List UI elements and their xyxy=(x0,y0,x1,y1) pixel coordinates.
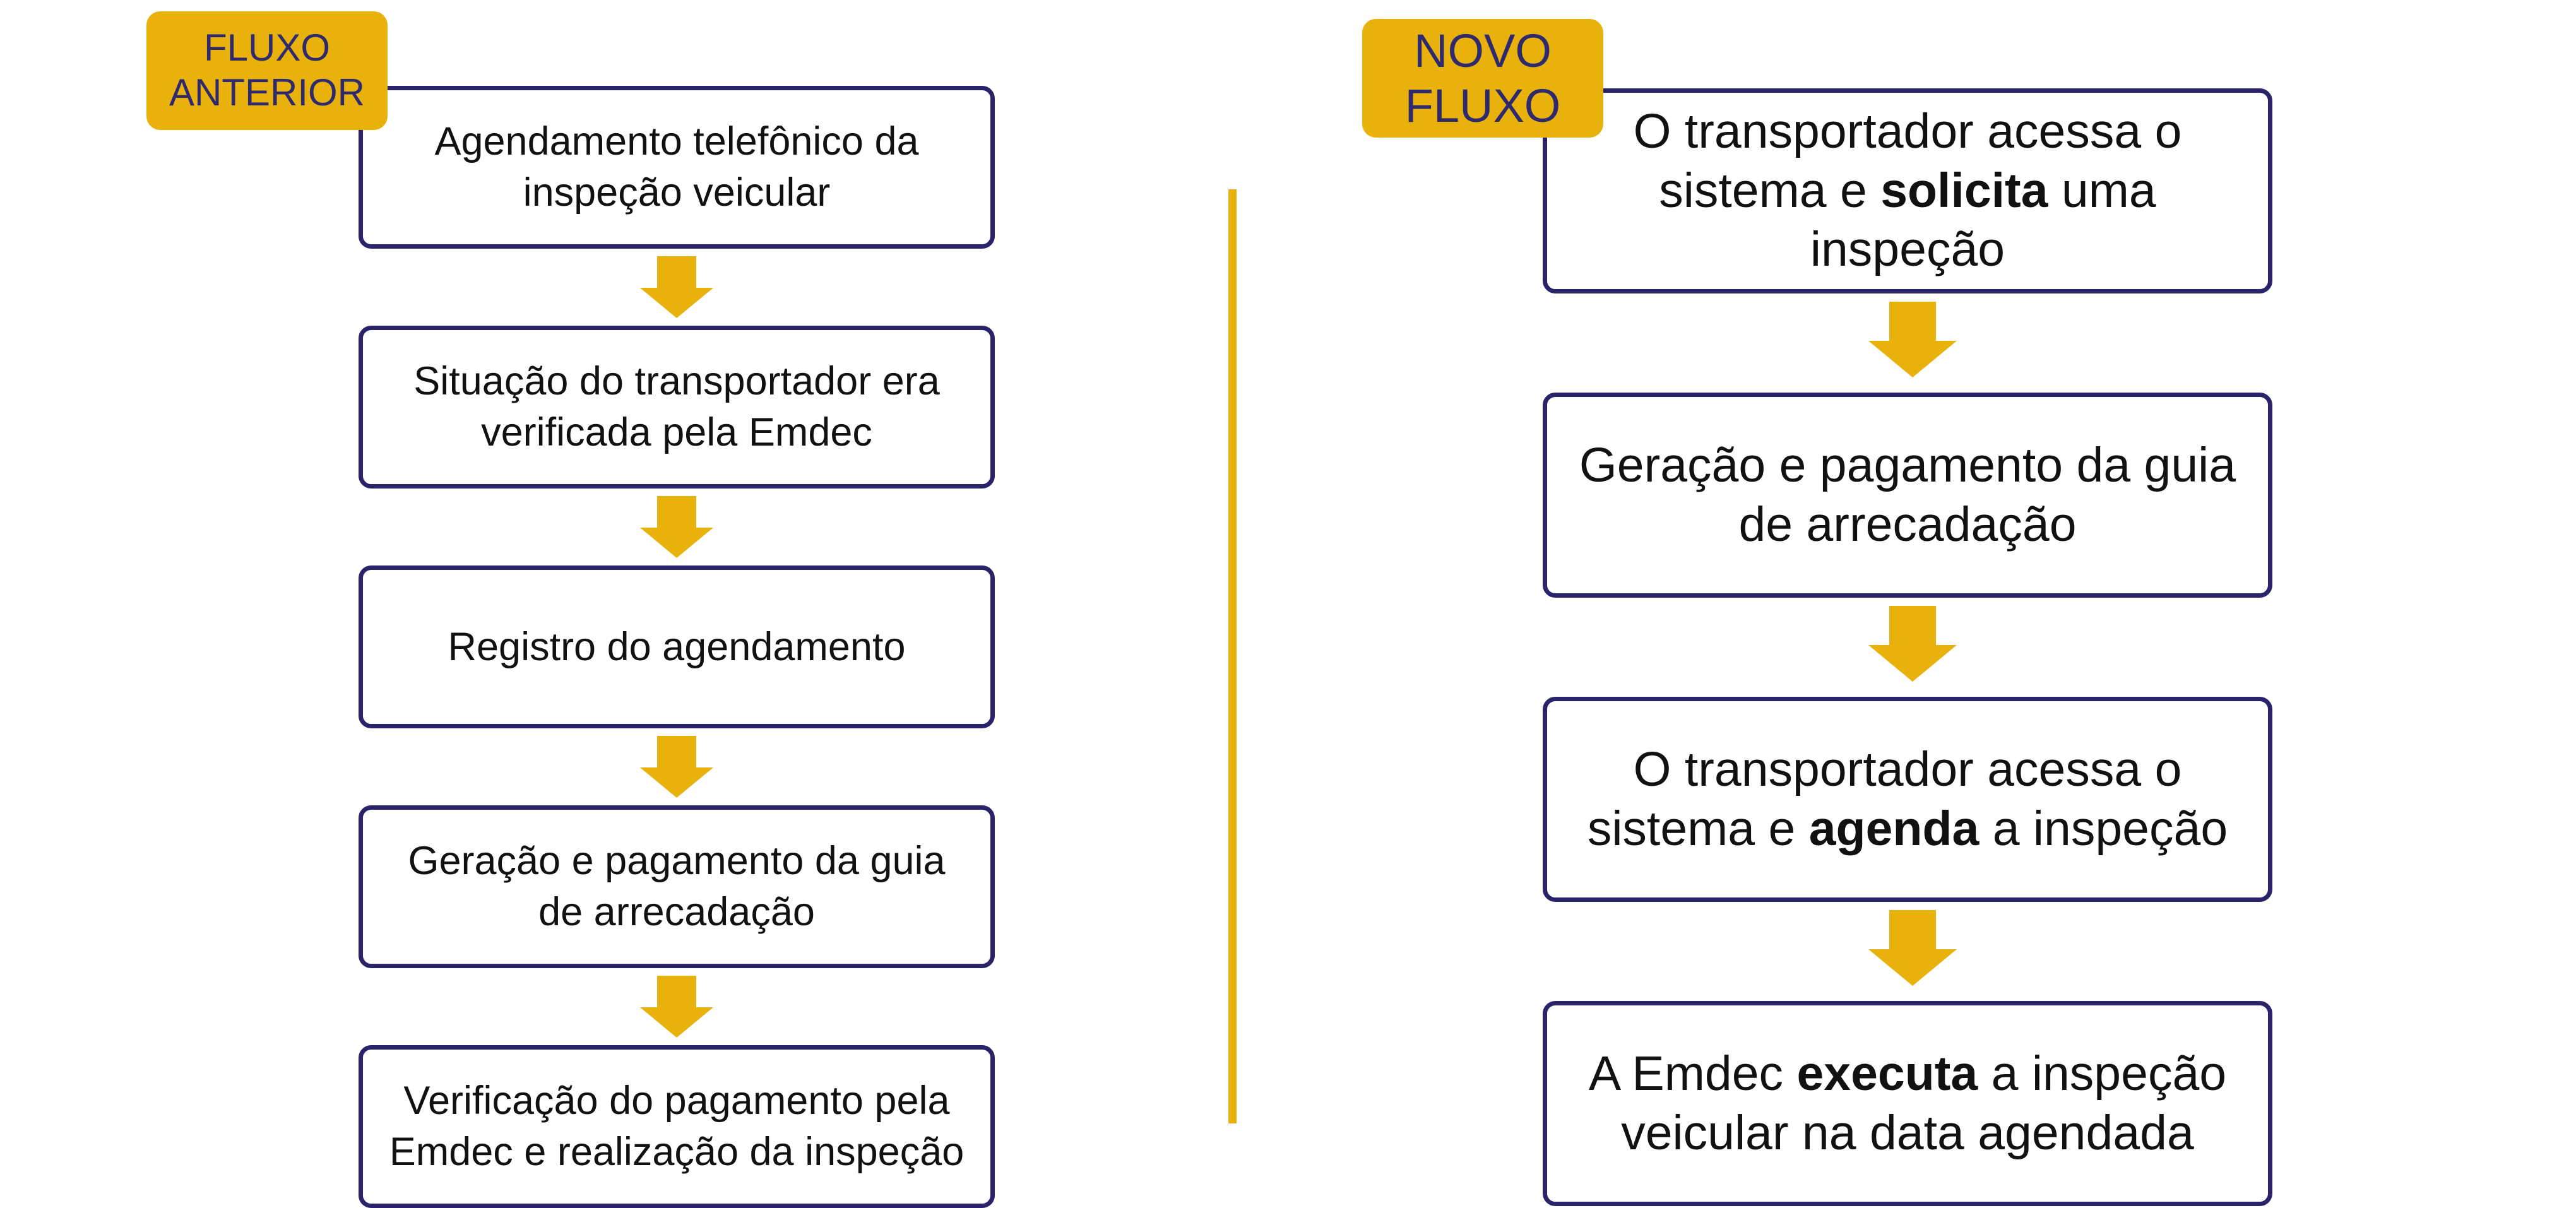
tag-line: ANTERIOR xyxy=(169,71,365,114)
step-text-bold: executa xyxy=(1796,1046,1978,1101)
step-text: veicular na data agendada xyxy=(1621,1105,2194,1160)
step-text: Registro do agendamento xyxy=(448,624,906,669)
down-arrow-icon xyxy=(1868,302,1957,377)
step-text: inspeção veicular xyxy=(523,170,831,215)
previous-step-1: Agendamento telefônico da inspeção veicu… xyxy=(359,86,995,249)
step-text-bold: solicita xyxy=(1880,163,2048,218)
step-text: Verificação do pagamento pela xyxy=(403,1079,950,1123)
step-text-line: A Emdec executa a inspeção xyxy=(1589,1045,2226,1104)
step-text: Situação do transportador era xyxy=(413,359,940,404)
previous-step-5: Verificação do pagamento pela Emdec e re… xyxy=(359,1045,995,1208)
step-text: de arrecadação xyxy=(538,890,815,934)
step-text-line: sistema e solicita uma inspeção xyxy=(1560,162,2255,280)
previous-step-4: Geração e pagamento da guia de arrecadaç… xyxy=(359,805,995,968)
step-text: Agendamento telefônico da xyxy=(434,119,919,164)
step-text: uma inspeção xyxy=(1810,163,2156,277)
down-arrow-icon xyxy=(640,496,713,558)
step-text: O transportador acessa o xyxy=(1633,742,2182,796)
new-step-3: O transportador acessa o sistema e agend… xyxy=(1543,697,2272,902)
step-text: Geração e pagamento da guia xyxy=(1579,437,2236,492)
step-text: A Emdec xyxy=(1588,1046,1797,1101)
step-text: de arrecadação xyxy=(1738,497,2077,552)
tag-line: FLUXO xyxy=(203,27,331,69)
step-text: Geração e pagamento da guia xyxy=(408,839,946,884)
down-arrow-icon xyxy=(1868,910,1957,986)
down-arrow-icon xyxy=(640,976,713,1038)
previous-step-3: Registro do agendamento xyxy=(359,566,995,728)
tag-line: NOVO xyxy=(1414,24,1552,77)
new-step-1: O transportador acessa o sistema e solic… xyxy=(1543,88,2272,293)
step-text: O transportador acessa o xyxy=(1633,104,2182,158)
down-arrow-icon xyxy=(640,736,713,798)
step-text: a inspeção xyxy=(1978,1046,2227,1101)
flow-tag-previous: FLUXO ANTERIOR xyxy=(146,11,388,130)
step-text: Emdec e realização da inspeção xyxy=(389,1130,965,1174)
step-text-line: sistema e agenda a inspeção xyxy=(1588,800,2228,859)
tag-line: FLUXO xyxy=(1404,80,1561,132)
step-text: a inspeção xyxy=(1979,801,2228,856)
down-arrow-icon xyxy=(1868,606,1957,682)
step-text: sistema e xyxy=(1587,801,1809,856)
step-text: sistema e xyxy=(1659,163,1881,218)
new-step-2: Geração e pagamento da guia de arrecadaç… xyxy=(1543,393,2272,598)
down-arrow-icon xyxy=(640,256,713,318)
step-text: verificada pela Emdec xyxy=(481,410,872,454)
new-step-4: A Emdec executa a inspeção veicular na d… xyxy=(1543,1001,2272,1206)
previous-step-2: Situação do transportador era verificada… xyxy=(359,326,995,489)
step-text-bold: agenda xyxy=(1808,801,1979,856)
flow-tag-new: NOVO FLUXO xyxy=(1362,19,1603,138)
vertical-divider xyxy=(1228,189,1237,1123)
